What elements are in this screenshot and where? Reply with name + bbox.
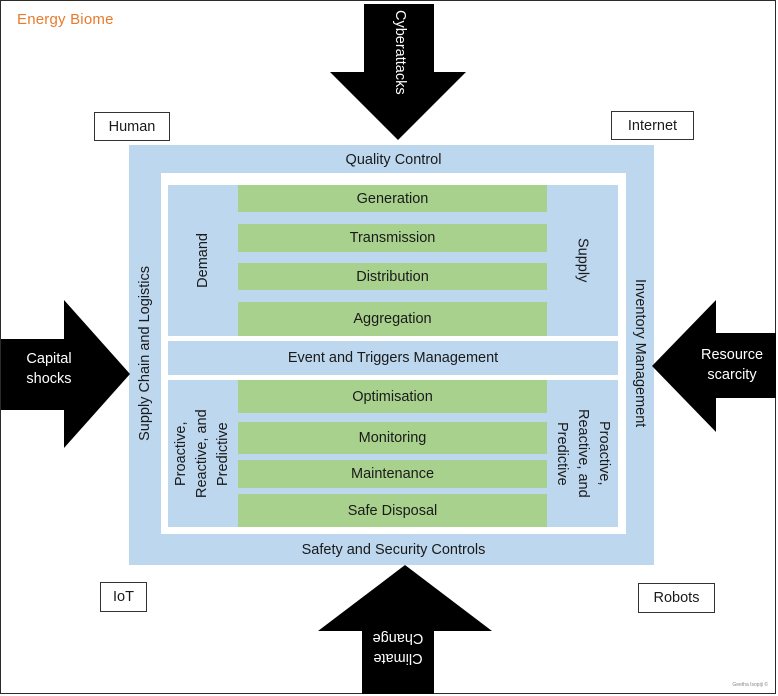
cyberattacks-label: Cyberattacks (391, 9, 408, 95)
supply-column: Supply (547, 185, 618, 336)
corner-label-human: Human (94, 112, 170, 141)
row-distribution: Distribution (238, 263, 547, 290)
diagram-title: Energy Biome (17, 11, 114, 28)
right-arrow-shape (652, 300, 776, 432)
event-triggers-bar: Event and Triggers Management (168, 341, 618, 375)
lower-right-column: Proactive, Reactive, and Predictive (547, 380, 618, 527)
resource-scarcity-label: Resource scarcity (700, 347, 764, 383)
row-safe-disposal: Safe Disposal (238, 494, 547, 527)
inventory-management-label: Inventory Management (632, 279, 648, 428)
top-arrow-shape (330, 4, 466, 140)
lower-right-label: Proactive, Reactive, and Predictive (553, 409, 613, 498)
row-optimisation: Optimisation (238, 380, 547, 413)
quality-control-label: Quality Control (345, 152, 442, 168)
safety-security-label: Safety and Security Controls (301, 542, 486, 558)
signature: Geetha Isopiji © (732, 682, 768, 688)
supply-label: Supply (574, 238, 591, 283)
climate-change-label: Climate Change (372, 630, 424, 667)
row-maintenance: Maintenance (238, 460, 547, 488)
capital-shocks-label: Capital shocks (26, 351, 72, 387)
corner-label-iot: IoT (100, 582, 147, 612)
row-aggregation: Aggregation (238, 302, 547, 336)
corner-label-internet: Internet (611, 111, 694, 140)
left-arrow-shape (1, 300, 130, 448)
inventory-side: Inventory Management (626, 173, 654, 534)
row-generation: Generation (238, 185, 547, 212)
row-monitoring: Monitoring (238, 422, 547, 454)
bottom-arrow-shape (318, 565, 492, 694)
row-transmission: Transmission (238, 224, 547, 252)
top-arrow-label-wrap: Cyberattacks (364, 4, 434, 100)
corner-label-robots: Robots (638, 583, 715, 613)
